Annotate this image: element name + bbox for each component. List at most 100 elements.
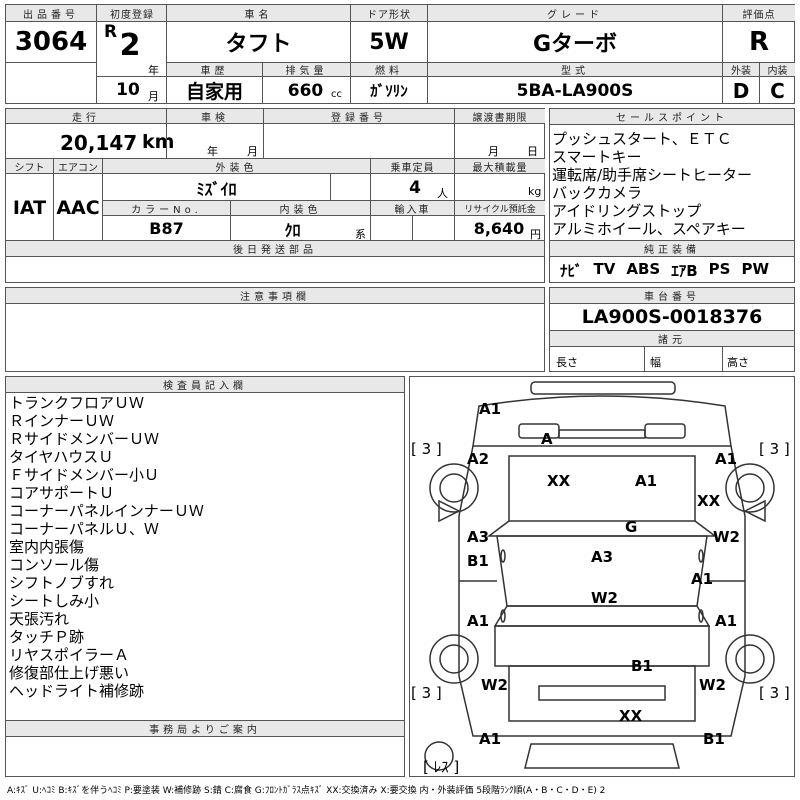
fuel: ｶﾞｿﾘﾝ xyxy=(370,82,408,100)
mark-hood-left: XX xyxy=(547,472,571,490)
equipment-item: TV xyxy=(593,260,616,278)
history-label: 車歴 xyxy=(167,63,262,77)
shift-label: シフト xyxy=(6,159,53,174)
mark-rear-l: W2 xyxy=(481,676,508,694)
insp-year-unit: 年 xyxy=(207,145,218,158)
mark-pillar-l: B1 xyxy=(467,552,489,570)
mark-roof-center: A3 xyxy=(591,548,613,566)
grade-label: グレード xyxy=(428,5,722,21)
capacity-label: 乗車定員 xyxy=(371,159,454,174)
mark-roof-rear: W2 xyxy=(591,589,618,607)
exterior-label: 外装 xyxy=(723,63,759,77)
width-label: 幅 xyxy=(650,356,661,369)
door-label: ドア形状 xyxy=(351,5,427,21)
displacement-label: 排気量 xyxy=(263,63,350,77)
sales-point-item: プッシュスタート、ＥＴＣ xyxy=(552,130,732,148)
inspector-line: ＲサイドメンバーＵＷ xyxy=(9,430,160,448)
reg-month: 10 xyxy=(116,80,140,100)
mark-quarter-rr: A1 xyxy=(715,612,737,630)
year-unit: 年 xyxy=(148,64,159,77)
ac: AAC xyxy=(56,196,100,219)
transfer-day-unit: 日 xyxy=(527,145,538,158)
color-label: 外装色 xyxy=(103,159,370,174)
interior-label: 内装 xyxy=(760,63,795,77)
recycle: 8,640 xyxy=(473,219,525,238)
inspector-line: 天張汚れ xyxy=(9,610,70,628)
int-color: ｸﾛ xyxy=(284,220,301,240)
mark-door-fr: W2 xyxy=(713,528,740,546)
car-name-label: 車名 xyxy=(167,5,350,21)
int-color-label: 内装色 xyxy=(231,201,370,216)
insp-month-unit: 月 xyxy=(247,145,258,158)
exterior-score: D xyxy=(732,78,750,103)
recycle-label: リサイクル預託金 xyxy=(455,201,545,215)
load-unit: kg xyxy=(528,185,542,198)
regno-label: 登録番号 xyxy=(264,109,454,124)
lot-no-label: 出品番号 xyxy=(6,5,96,21)
era: R xyxy=(104,22,118,42)
sales-points-box xyxy=(549,108,795,283)
inspector-line: タッチＰ跡 xyxy=(9,628,85,646)
history: 自家用 xyxy=(185,81,243,103)
car-diagram: [ 3 ] [ 3 ] [ 3 ] [ 3 ] [ ﾚｽ ] A1 A A2 A… xyxy=(411,381,790,776)
fuel-label: 燃料 xyxy=(351,63,427,77)
interior-score: C xyxy=(770,78,785,103)
first-reg-label: 初度登録 xyxy=(97,5,167,21)
spare-tire: [ ﾚｽ ] xyxy=(423,758,459,776)
chassis-number: LA900S-0018376 xyxy=(581,306,763,328)
shift: IAT xyxy=(12,196,47,219)
later-parts-label: 後日発送部品 xyxy=(6,241,544,256)
tread-rr: [ 3 ] xyxy=(759,684,790,702)
equipment-item: ﾅﾋﾞ xyxy=(560,262,583,280)
mark-fender-fr: A1 xyxy=(715,450,737,468)
mark-quarter-rl: A1 xyxy=(467,612,489,630)
color-no-label: カラーNo. xyxy=(103,201,230,216)
inspector-line: 修復部仕上げ悪い xyxy=(9,664,130,682)
equipment-item: PS xyxy=(708,260,731,278)
month-unit: 月 xyxy=(148,90,159,103)
inspector-line: ＲインナーＵＷ xyxy=(9,412,115,430)
office-label: 事務局よりご案内 xyxy=(6,721,404,736)
sales-point-item: アイドリングストップ xyxy=(552,202,702,220)
mark-rear-corner-l: A1 xyxy=(479,730,501,748)
mark-door-rr: A1 xyxy=(691,570,713,588)
mark-trunk: B1 xyxy=(631,657,653,675)
length-label: 長さ xyxy=(556,356,578,369)
km-unit: km xyxy=(142,131,175,153)
equipment-item: ｴｱB xyxy=(671,262,698,280)
color: ﾐｽﾞｲﾛ xyxy=(196,179,237,199)
mileage: 20,147 xyxy=(60,131,138,155)
door: 5W xyxy=(369,29,409,55)
mileage-label: 走行 xyxy=(6,109,166,124)
mark-hood-right: A1 xyxy=(635,472,657,490)
vehicle-detail-table xyxy=(5,108,545,283)
height-label: 高さ xyxy=(727,356,749,369)
inspector-label: 検査員記入欄 xyxy=(6,377,404,392)
inspector-line: トランクフロアＵＷ xyxy=(9,394,145,412)
inspector-line: コーナーパネルＵ、Ｗ xyxy=(9,520,159,538)
car-diagram-box xyxy=(409,376,795,777)
car-name: タフト xyxy=(225,32,292,57)
mark-right-mirror: XX xyxy=(697,492,721,510)
notes-box xyxy=(5,287,545,372)
mark-fender-fl: A2 xyxy=(467,450,489,468)
color-no: B87 xyxy=(149,219,184,238)
specs-label: 諸元 xyxy=(550,331,794,346)
inspector-line: コンソール傷 xyxy=(9,556,100,574)
transfer-label: 譲渡書期限 xyxy=(455,109,545,124)
inspector-line: Ｆサイドメンバー小Ｕ xyxy=(9,466,160,484)
int-color-unit: 系 xyxy=(355,228,366,241)
yen-unit: 円 xyxy=(530,228,541,241)
ac-label: エアコン xyxy=(54,159,102,174)
equipment-item: ABS xyxy=(626,260,661,278)
sales-point-item: バックカメラ xyxy=(552,184,643,202)
mark-front-hood: A xyxy=(541,430,553,448)
legend: A:ｷｽﾞ U:ﾍｺﾐ B:ｷｽﾞを伴うﾍｺﾐ P:要塗装 W:補修跡 S:錆 … xyxy=(7,786,606,796)
inspector-line: コアサポートＵ xyxy=(9,484,115,502)
sales-points-list: プッシュスタート、ＥＴＣ スマートキー 運転席/助手席シートヒーター バックカメ… xyxy=(552,130,792,238)
capacity-unit: 人 xyxy=(437,187,448,200)
inspector-line: ヘッドライト補修跡 xyxy=(9,682,145,700)
mark-front-bumper: A1 xyxy=(479,400,501,418)
mark-roof: G xyxy=(625,518,637,536)
inspector-line: シートしみ小 xyxy=(9,592,100,610)
